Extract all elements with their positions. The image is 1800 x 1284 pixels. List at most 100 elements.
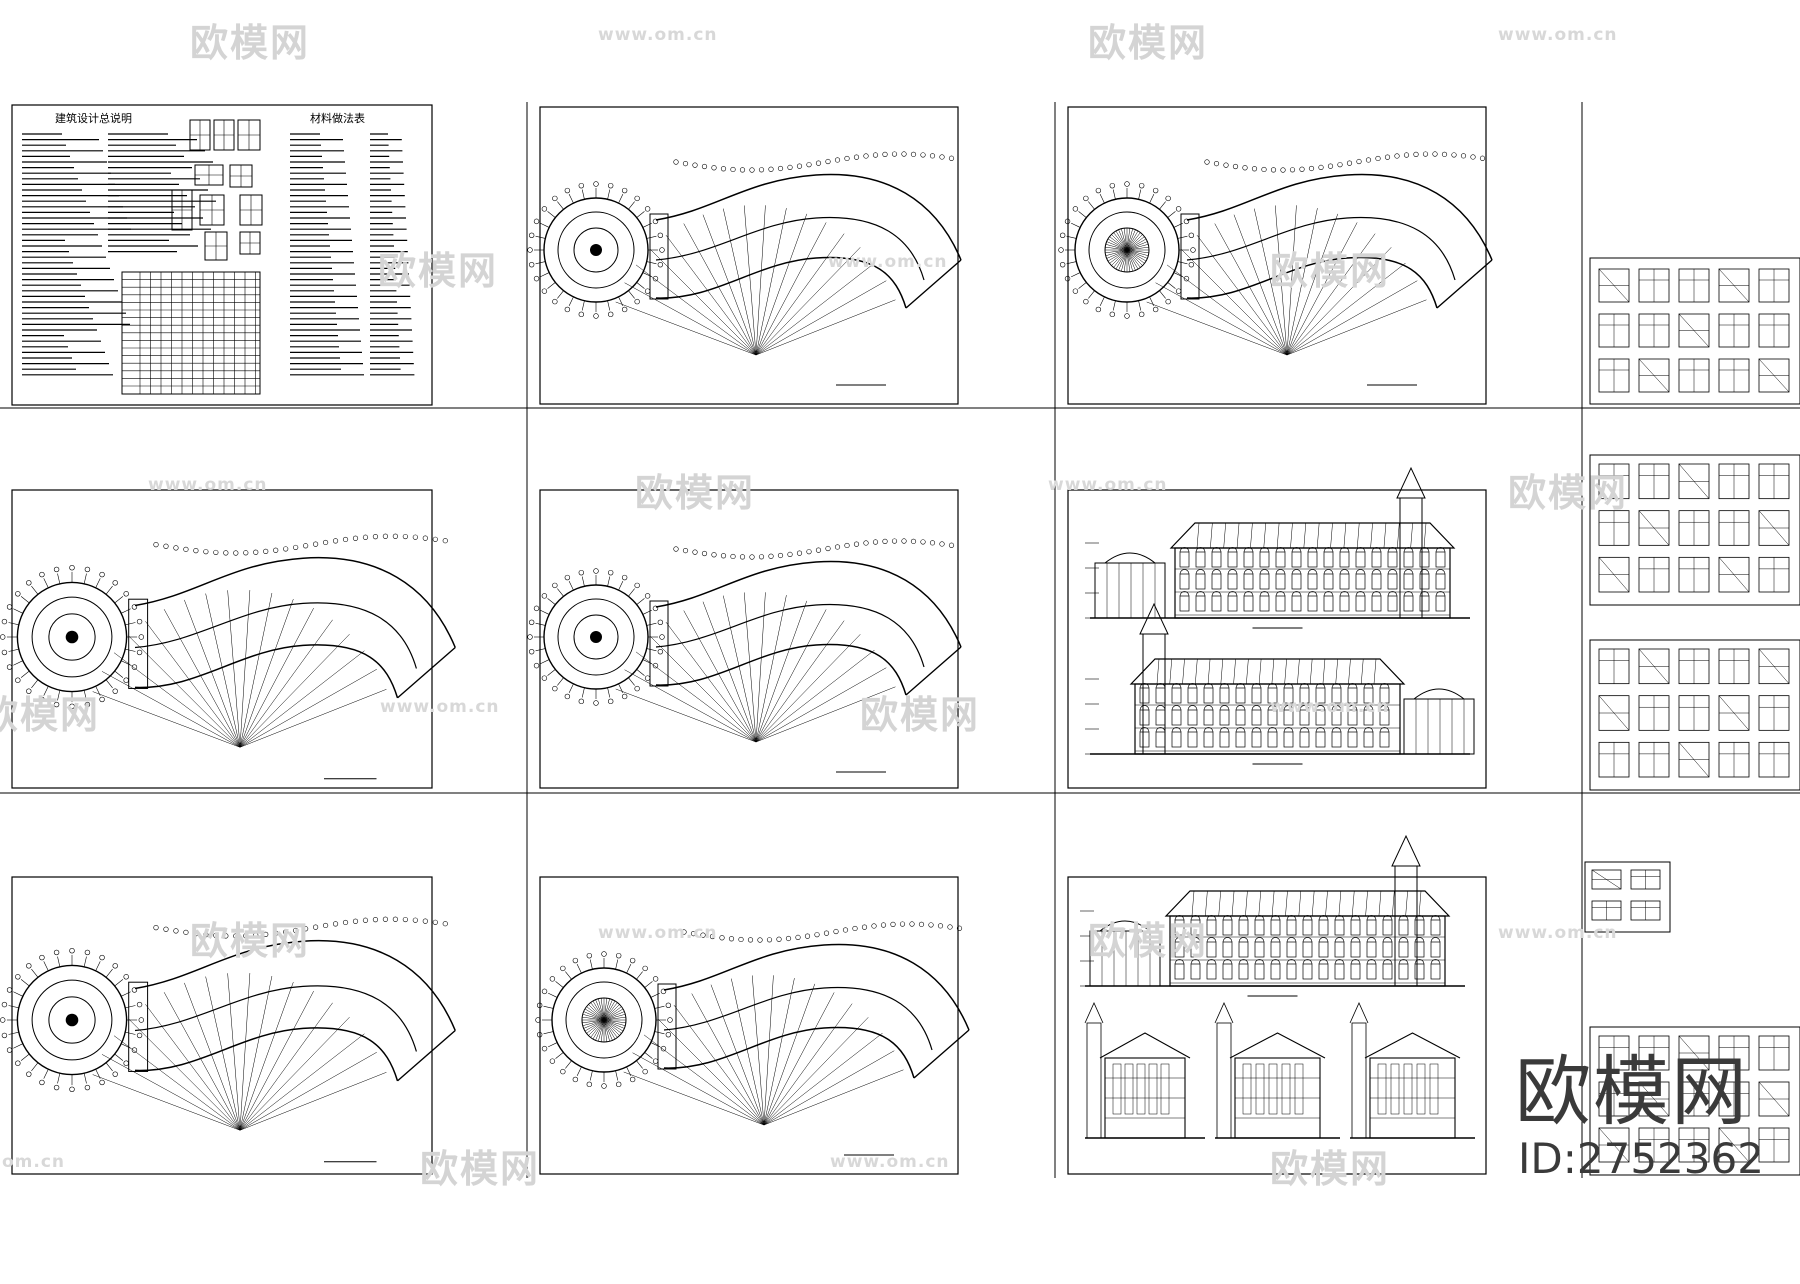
roof-tile-line — [1373, 658, 1377, 685]
axis-bubble — [69, 564, 75, 571]
axis-line — [8, 1031, 19, 1035]
roof-rib — [583, 1011, 605, 1021]
axis-bubble — [586, 952, 593, 959]
axis-bubble — [607, 569, 614, 576]
axis-bubble — [39, 1079, 45, 1086]
roof-rib — [603, 1019, 616, 1040]
roof-tile-line — [1348, 658, 1351, 685]
axis-bubble — [601, 951, 607, 957]
grid-bubble — [880, 922, 887, 928]
section-view — [1214, 1002, 1340, 1139]
axis-bubble — [1138, 311, 1145, 318]
axis-line — [607, 189, 611, 200]
window — [1291, 573, 1302, 590]
axis-line — [576, 964, 582, 974]
axis-bubble — [1109, 182, 1116, 189]
grid-bubble — [432, 919, 438, 925]
window-arch — [1203, 705, 1214, 711]
axis-line — [1177, 261, 1188, 265]
wing-inner-wall — [663, 1026, 915, 1079]
radial-axis — [731, 978, 765, 1126]
window — [1398, 919, 1409, 936]
window-arch — [1286, 959, 1297, 965]
grid-bubble — [728, 936, 735, 942]
section-roof — [1364, 1032, 1461, 1059]
roof-tile-line — [1297, 658, 1300, 685]
axis-line — [1167, 211, 1176, 218]
axis-line — [636, 282, 645, 289]
window-arch — [1171, 683, 1182, 689]
window — [1251, 709, 1262, 726]
window — [1190, 941, 1201, 958]
window — [1307, 551, 1318, 568]
axis-bubble — [26, 1071, 32, 1077]
grid-bubble — [223, 550, 229, 556]
axis-line — [618, 194, 624, 204]
axis-line — [121, 608, 131, 614]
grid-bubble — [293, 927, 299, 934]
window — [1414, 963, 1425, 980]
roof-rib — [1113, 249, 1128, 268]
window-arch — [1347, 705, 1358, 711]
window-arch — [1187, 705, 1198, 711]
axis-line — [1078, 211, 1087, 218]
axis-line — [565, 971, 572, 980]
grid-bubble — [1327, 163, 1334, 169]
window-arch — [1398, 959, 1409, 965]
axis-line — [8, 622, 19, 626]
grid-bubble — [1223, 162, 1229, 168]
axis-line — [43, 578, 49, 588]
grid-bubble — [193, 931, 199, 937]
axis-bubble — [1124, 313, 1130, 319]
axis-line — [568, 581, 574, 591]
window-arch — [1363, 683, 1374, 689]
window — [1307, 595, 1318, 612]
window-arch — [1235, 727, 1246, 733]
window — [1387, 573, 1398, 590]
axis-line — [1177, 235, 1188, 239]
axis-bubble — [560, 965, 566, 972]
roof-rib — [1126, 230, 1139, 251]
window-arch — [1283, 683, 1294, 689]
axis-bubble — [642, 1068, 648, 1075]
roof-rib — [603, 1019, 610, 1042]
axis-bubble — [136, 618, 143, 625]
window-arch — [1414, 915, 1425, 921]
rotunda-center — [590, 244, 602, 256]
window-arch — [1238, 959, 1249, 965]
axis-line — [547, 282, 556, 289]
axis-bubble — [533, 605, 540, 612]
watermark-url: www.om.cn — [598, 923, 718, 943]
window-arch — [1334, 959, 1345, 965]
roof-tile-line — [1231, 890, 1235, 917]
axis-line — [1071, 222, 1081, 228]
tower-shaft — [1142, 633, 1166, 755]
axis-bubble — [138, 1017, 145, 1023]
grid-bubble — [243, 933, 249, 939]
axis-bubble — [136, 1032, 143, 1039]
roof-rib — [1123, 228, 1128, 251]
grid-bubble — [711, 552, 717, 558]
window-arch — [1155, 705, 1166, 711]
grid-bubble — [442, 921, 448, 927]
window — [1179, 551, 1190, 568]
window — [1315, 709, 1326, 726]
window — [1416, 1063, 1426, 1115]
grid-bubble — [844, 155, 850, 162]
radial-axis — [691, 993, 765, 1126]
grid-bubble — [382, 916, 389, 922]
grid-bubble — [787, 551, 793, 558]
grid-bubble — [1460, 153, 1467, 159]
axis-bubble — [1124, 181, 1130, 187]
grid-bubble — [273, 547, 279, 553]
window-arch — [1174, 915, 1185, 921]
window-arch — [1398, 915, 1409, 921]
radial-axis — [1233, 214, 1288, 356]
window — [1331, 731, 1342, 748]
grid-bubble — [1270, 167, 1277, 173]
wing-end-wall — [905, 259, 962, 309]
roof-tile-line — [1356, 522, 1360, 549]
grid-bubble — [844, 542, 850, 549]
roof-outline — [1169, 522, 1456, 549]
window — [1267, 731, 1278, 748]
